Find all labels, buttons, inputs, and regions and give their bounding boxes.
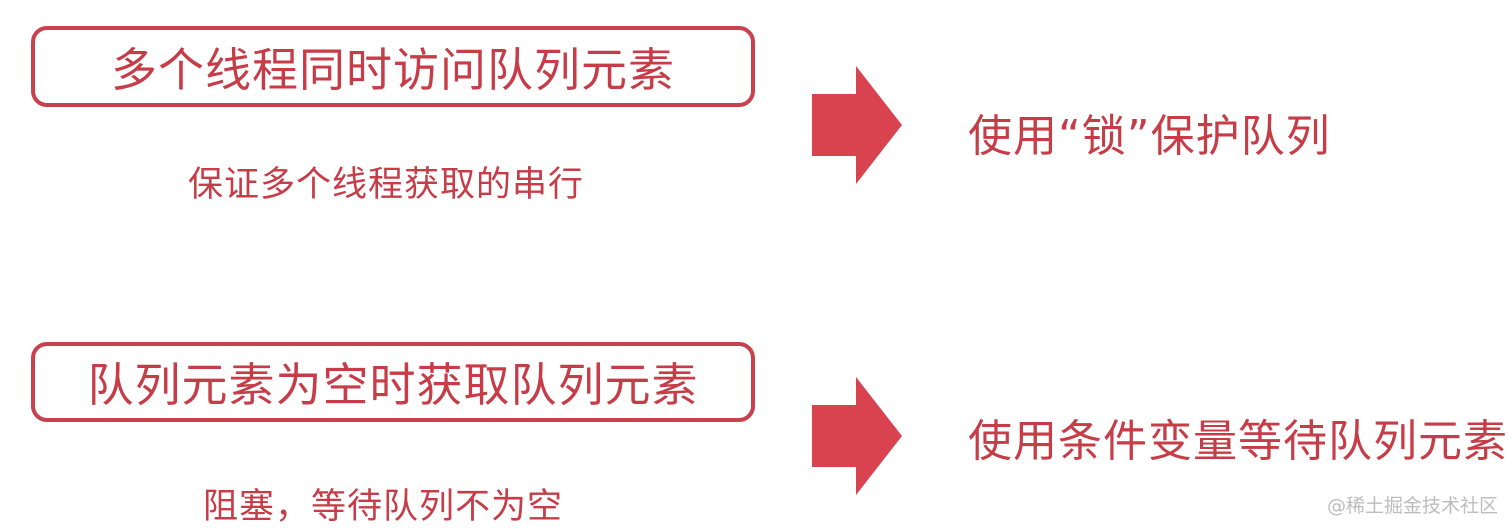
- right-arrow-icon: [812, 66, 902, 184]
- problem-text-1: 多个线程同时访问队列元素: [111, 42, 675, 97]
- problem-box-1: 多个线程同时访问队列元素: [31, 26, 755, 107]
- problem-detail-2: 阻塞，等待队列不为空: [203, 487, 564, 527]
- right-arrow-icon: [812, 377, 902, 495]
- solution-text-2: 使用条件变量等待队列元素: [968, 416, 1508, 467]
- watermark: @稀土掘金技术社区: [1326, 495, 1498, 517]
- problem-box-2: 队列元素为空时获取队列元素: [31, 342, 755, 422]
- problem-text-2: 队列元素为空时获取队列元素: [87, 358, 699, 412]
- solution-text-1: 使用“锁”保护队列: [968, 111, 1331, 162]
- problem-detail-1: 保证多个线程获取的串行: [188, 165, 585, 205]
